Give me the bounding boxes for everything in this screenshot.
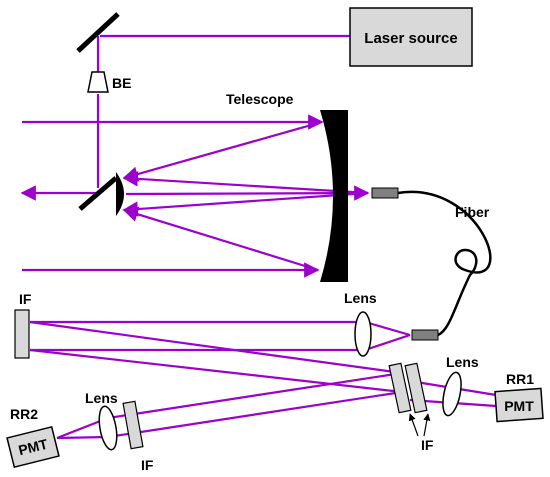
- fiber-connector-top: [371, 187, 399, 199]
- beam-secondary-to-fiber: [125, 185, 370, 201]
- fiber: [397, 190, 492, 337]
- if-left-label: IF: [19, 291, 32, 307]
- be-label: BE: [112, 75, 131, 91]
- primary-mirror: [320, 110, 348, 282]
- pmt-rr2: PMT: [6, 425, 60, 469]
- beam-fiber-to-lens-upper: [364, 320, 411, 337]
- lens-left: [98, 405, 118, 451]
- secondary-mirror: [116, 172, 124, 216]
- folding-mirror-top: [76, 12, 120, 53]
- fiber-connector-bottom: [411, 329, 439, 341]
- laser-source: Laser source: [349, 7, 473, 67]
- interference-filter-bottom-left: [122, 400, 144, 450]
- rr2-label: RR2: [10, 406, 38, 422]
- beam-fiber-to-lens-lower: [364, 333, 411, 352]
- beam-expander: BE: [87, 71, 131, 93]
- interference-filter-left: [14, 309, 30, 359]
- if-bottom-left-label: IF: [141, 457, 154, 473]
- beam-primary-to-secondary-top: [122, 120, 323, 182]
- lens-right-label: Lens: [446, 354, 479, 370]
- folding-mirror-bottom: [78, 176, 118, 211]
- pmt-left-label: PMT: [17, 436, 50, 459]
- if-pointer-arrow-2: [423, 413, 431, 437]
- beam-focus-upper: [122, 171, 369, 195]
- beam-if-to-splitter-lower: [29, 348, 403, 394]
- beam-primary-to-secondary-bottom: [122, 206, 319, 272]
- pmt-rr1: PMT: [494, 387, 544, 423]
- lens-right: [442, 371, 462, 417]
- beam-focus-lower: [122, 191, 369, 217]
- lens-left-label: Lens: [85, 390, 118, 406]
- if-bottom-right-label: IF: [421, 437, 434, 453]
- fiber-label: Fiber: [455, 204, 490, 220]
- if-pointer-arrow-1: [408, 413, 419, 437]
- beam-if-to-splitter-upper: [29, 320, 403, 375]
- laser-source-label: Laser source: [364, 30, 457, 47]
- lens-top: [354, 311, 372, 357]
- rr1-label: RR1: [506, 371, 534, 387]
- lens-top-label: Lens: [344, 290, 377, 306]
- beam-splitter-to-rr2-upper: [107, 371, 403, 420]
- beam-splitter-to-rr2-lower: [107, 390, 403, 439]
- telescope-label: Telescope: [226, 91, 294, 107]
- filter-pair-right: [388, 362, 428, 414]
- beam-lens-to-rr2-lower: [56, 435, 109, 440]
- pmt-right-label: PMT: [504, 398, 534, 414]
